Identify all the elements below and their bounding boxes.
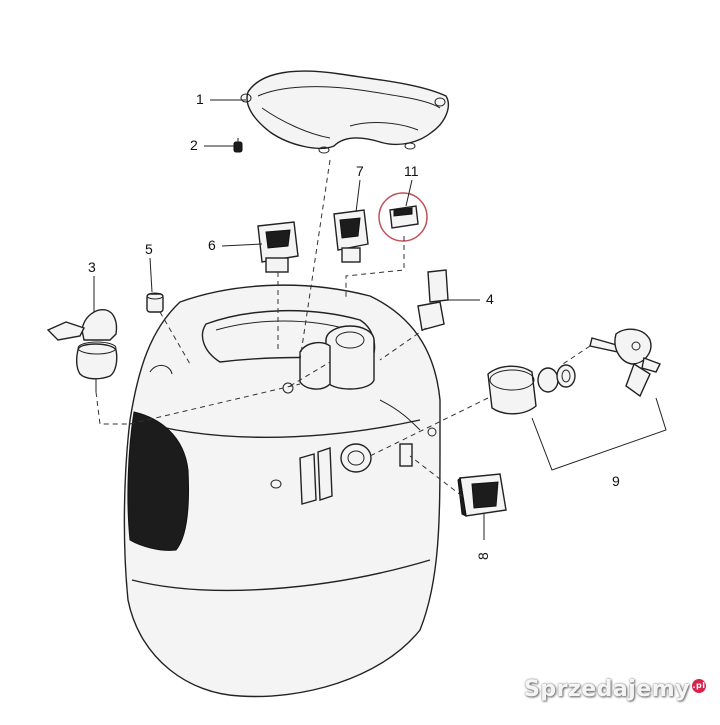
label-part-6: 6 <box>208 237 216 253</box>
part-number-labels: 1 2 3 4 5 6 7 8 9 11 <box>88 91 620 560</box>
part-5-plug <box>146 292 164 313</box>
part-1-meter-cover <box>240 70 450 154</box>
assembly-guide-lines <box>95 159 591 497</box>
watermark-logo: Sprzedajemy.pl <box>524 677 706 702</box>
watermark-badge: .pl <box>692 678 706 693</box>
front-panel-body <box>123 284 441 698</box>
label-part-2: 2 <box>190 137 198 153</box>
label-part-7: 7 <box>356 163 364 179</box>
part-7-switch <box>333 209 369 263</box>
label-part-4: 4 <box>486 291 494 307</box>
part-6-rocker-switch <box>257 221 299 273</box>
part-11-switch <box>378 192 428 242</box>
label-part-8: 8 <box>475 552 491 560</box>
part-4-connector <box>417 269 449 331</box>
part-9-ignition-lock <box>487 328 661 415</box>
callout-lines <box>93 99 667 540</box>
label-part-3: 3 <box>88 259 96 275</box>
label-part-5: 5 <box>145 241 153 257</box>
watermark-text: Sprzedajemy <box>524 677 690 702</box>
part-3-switch <box>46 309 118 392</box>
label-part-11: 11 <box>404 163 419 179</box>
highlight-circle <box>378 192 428 242</box>
part-2-screw <box>233 138 243 153</box>
label-part-9: 9 <box>612 473 620 489</box>
label-part-1: 1 <box>196 91 204 107</box>
part-8-switch <box>457 473 507 517</box>
